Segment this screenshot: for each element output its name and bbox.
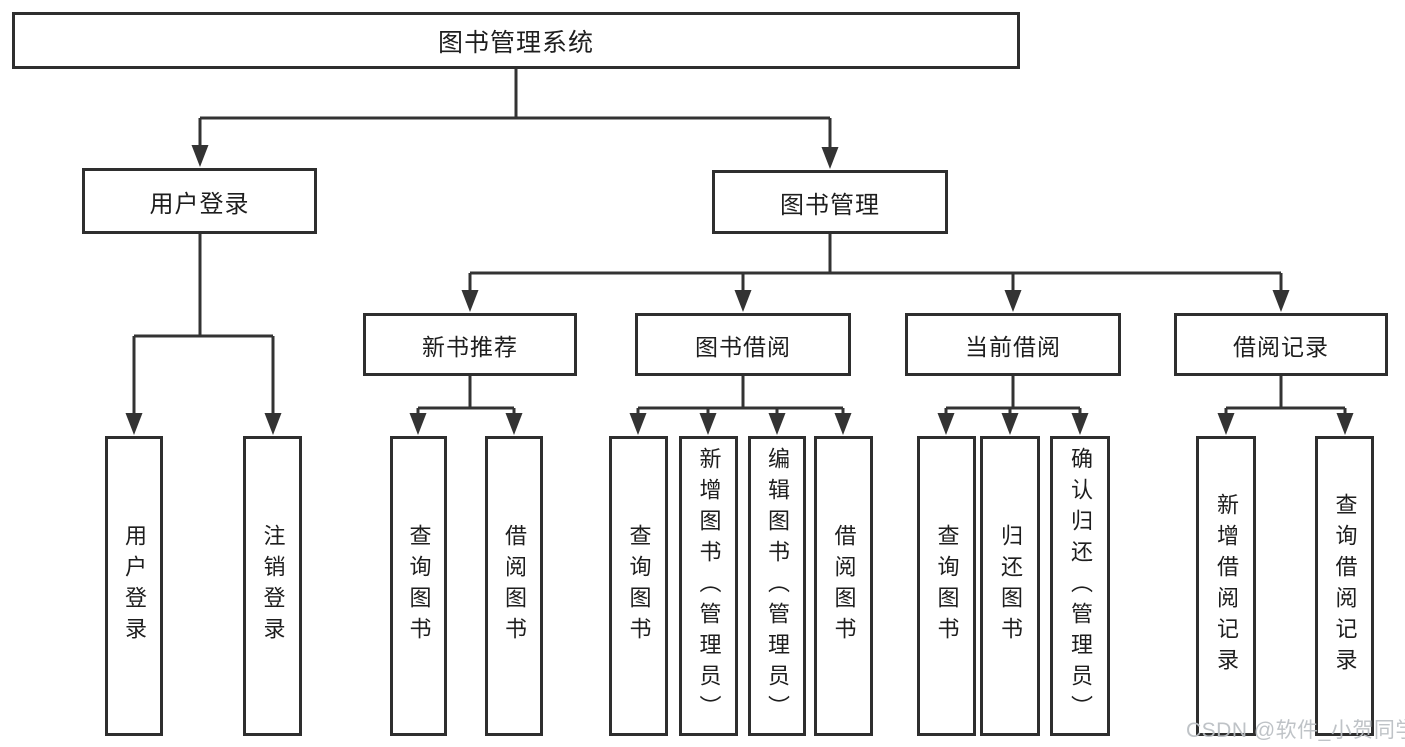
- node-book-borrow: 图书借阅: [635, 313, 851, 376]
- connector-current-borrow-children: [944, 376, 1082, 418]
- node-leaf-add-borrow-record-label: 新增借阅记录: [1214, 493, 1239, 679]
- node-leaf-logout-label: 注销登录: [260, 524, 286, 648]
- node-leaf-recommend-query-book-label: 查询图书: [406, 524, 432, 648]
- node-book-management-label: 图书管理: [780, 191, 880, 219]
- connector-root-to-level2: [198, 69, 832, 152]
- node-leaf-add-book-admin: 新增图书（管理员）: [679, 436, 738, 736]
- connector-borrow-record-children: [1224, 376, 1347, 418]
- node-leaf-edit-book-admin: 编辑图书（管理员）: [748, 436, 806, 736]
- node-root-library-system: 图书管理系统: [12, 12, 1020, 69]
- node-leaf-borrow-book-label: 借阅图书: [831, 524, 857, 648]
- node-leaf-logout: 注销登录: [243, 436, 302, 736]
- node-leaf-current-query-book: 查询图书: [917, 436, 976, 736]
- node-leaf-confirm-return-admin-label: 确认归还（管理员）: [1068, 446, 1093, 726]
- node-leaf-confirm-return-admin: 确认归还（管理员）: [1050, 436, 1110, 736]
- node-leaf-borrow-query-book: 查询图书: [609, 436, 668, 736]
- node-new-book-recommend-label: 新书推荐: [422, 333, 518, 360]
- node-leaf-recommend-borrow-book: 借阅图书: [485, 436, 543, 736]
- connector-new-book-recommend-children: [416, 376, 516, 418]
- arrowheads-new-book-recommend-children: [409, 413, 523, 435]
- node-leaf-query-borrow-record-label: 查询借阅记录: [1332, 493, 1358, 679]
- node-user-login-label: 用户登录: [149, 190, 250, 218]
- node-leaf-query-borrow-record: 查询借阅记录: [1315, 436, 1374, 736]
- node-leaf-add-book-admin-label: 新增图书（管理员）: [696, 446, 722, 726]
- node-leaf-user-login-label: 用户登录: [122, 524, 147, 648]
- arrowheads-root-to-level2: [191, 145, 839, 169]
- csdn-watermark: CSDN @软件_小贺同学: [1186, 719, 1405, 742]
- node-current-borrow-label: 当前借阅: [965, 333, 1061, 360]
- node-leaf-return-book: 归还图书: [980, 436, 1040, 736]
- arrowheads-user-login-children: [125, 413, 282, 435]
- arrowheads-book-management-children: [461, 290, 1290, 312]
- node-leaf-return-book-label: 归还图书: [998, 524, 1023, 648]
- node-leaf-current-query-book-label: 查询图书: [934, 524, 960, 648]
- node-leaf-borrow-book: 借阅图书: [814, 436, 873, 736]
- node-user-login: 用户登录: [82, 168, 317, 234]
- node-new-book-recommend: 新书推荐: [363, 313, 577, 376]
- node-book-management: 图书管理: [712, 170, 948, 234]
- arrowheads-current-borrow-children: [937, 413, 1089, 435]
- arrowheads-book-borrow-children: [629, 413, 852, 435]
- arrowheads-borrow-record-children: [1217, 413, 1354, 435]
- node-borrow-record-label: 借阅记录: [1233, 333, 1329, 360]
- node-book-borrow-label: 图书借阅: [695, 333, 791, 360]
- node-root-library-system-label: 图书管理系统: [437, 28, 594, 57]
- connector-book-management-children: [468, 234, 1283, 295]
- node-leaf-edit-book-admin-label: 编辑图书（管理员）: [765, 446, 790, 726]
- node-current-borrow: 当前借阅: [905, 313, 1121, 376]
- node-borrow-record: 借阅记录: [1174, 313, 1388, 376]
- connector-book-borrow-children: [636, 376, 845, 418]
- connector-user-login-children: [132, 234, 275, 418]
- node-leaf-add-borrow-record: 新增借阅记录: [1196, 436, 1256, 736]
- node-leaf-recommend-query-book: 查询图书: [390, 436, 447, 736]
- node-leaf-recommend-borrow-book-label: 借阅图书: [502, 524, 527, 648]
- node-leaf-borrow-query-book-label: 查询图书: [626, 524, 652, 648]
- node-leaf-user-login: 用户登录: [105, 436, 163, 736]
